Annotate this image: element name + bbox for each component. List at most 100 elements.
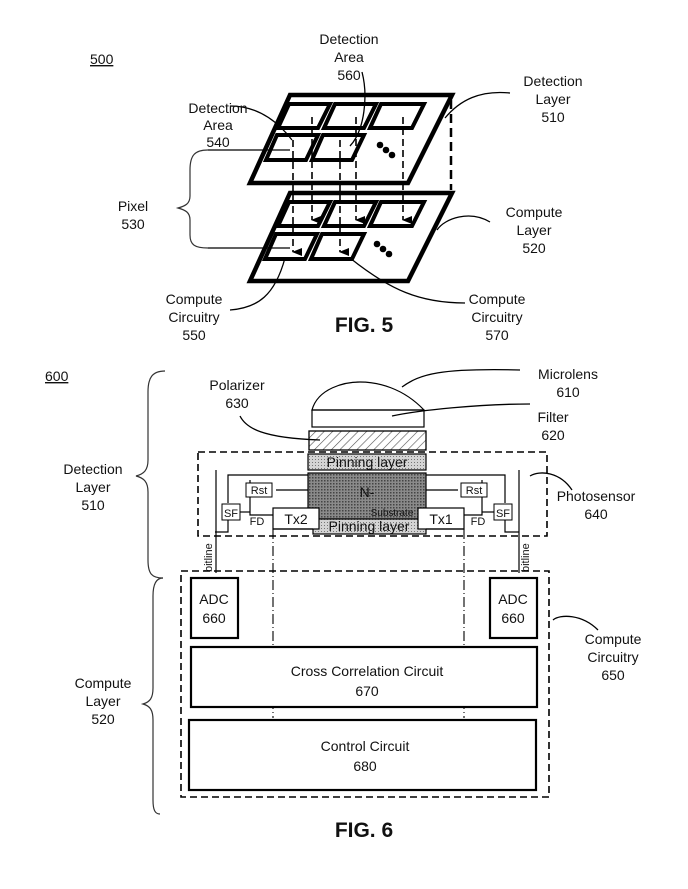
photosensor-boundary	[197, 451, 548, 537]
svg-text:Rst: Rst	[466, 485, 483, 497]
fig5-ref: 500	[90, 51, 114, 67]
svg-text:Detection: Detection	[523, 73, 582, 89]
svg-text:510: 510	[541, 109, 565, 125]
svg-text:660: 660	[202, 610, 226, 626]
label-pixel-530: Pixel 530	[118, 198, 148, 232]
svg-text:Polarizer: Polarizer	[209, 377, 265, 393]
label-detection-area-540: Detection Area 540	[188, 100, 247, 150]
svg-text:Layer: Layer	[85, 693, 120, 709]
adc-right	[488, 576, 539, 640]
ellipsis-dot	[382, 146, 390, 154]
label-microlens-610: Microlens 610	[538, 366, 598, 400]
left-readout-circuit: Rst SF FD	[215, 474, 313, 533]
ellipsis-dot	[385, 250, 393, 258]
svg-text:620: 620	[541, 427, 565, 443]
svg-text:Microlens: Microlens	[538, 366, 598, 382]
svg-text:650: 650	[601, 667, 625, 683]
leader-560	[349, 71, 366, 147]
svg-text:ADC: ADC	[498, 591, 528, 607]
svg-text:520: 520	[91, 711, 115, 727]
ellipsis-dot	[376, 141, 384, 149]
svg-text:630: 630	[225, 395, 249, 411]
polarizer	[308, 430, 427, 451]
compute-layer-brace	[140, 577, 164, 815]
bitline-left-label: bitline	[203, 543, 215, 572]
svg-text:Photosensor: Photosensor	[557, 488, 636, 504]
svg-text:Compute: Compute	[166, 291, 223, 307]
pixel-brace	[175, 149, 209, 249]
svg-text:560: 560	[337, 67, 361, 83]
svg-text:Detection: Detection	[319, 31, 378, 47]
svg-text:Compute: Compute	[75, 675, 132, 691]
label-compute-circuitry-650: Compute Circuitry 650	[585, 631, 642, 683]
svg-text:Filter: Filter	[537, 409, 568, 425]
svg-text:510: 510	[81, 497, 105, 513]
fig6-ref: 600	[45, 368, 69, 384]
fig5-caption: FIG. 5	[335, 314, 394, 337]
signal-arrows	[292, 100, 453, 256]
svg-text:550: 550	[182, 327, 206, 343]
svg-text:670: 670	[355, 683, 379, 699]
label-detection-area-560: Detection Area 560	[319, 31, 378, 83]
svg-text:Area: Area	[334, 49, 364, 65]
label-detection-layer-510: Detection Layer 510	[63, 461, 122, 513]
bitline-right-label: bitline	[520, 543, 532, 572]
svg-text:ADC: ADC	[199, 591, 229, 607]
substrate-label: Substrate	[371, 508, 414, 519]
fig6: 600 Pinning layer N- Substrate Pinning l…	[45, 366, 642, 842]
svg-text:Tx1: Tx1	[429, 511, 453, 527]
ellipsis-dot	[373, 240, 381, 248]
leader-510	[444, 91, 511, 119]
svg-text:Layer: Layer	[75, 479, 110, 495]
cross-correlation-circuit	[189, 645, 539, 709]
ellipsis-dot	[388, 151, 396, 159]
leader-570	[349, 257, 466, 304]
svg-text:Rst: Rst	[251, 485, 268, 497]
detection-layer-plate	[246, 92, 456, 186]
label-detection-layer-510: Detection Layer 510	[523, 73, 582, 125]
svg-text:SF: SF	[496, 508, 510, 520]
svg-text:Detection: Detection	[188, 100, 247, 116]
leader-540	[229, 105, 293, 141]
leader-550	[229, 257, 286, 311]
leader-610	[401, 369, 521, 388]
svg-text:Pinning layer: Pinning layer	[327, 454, 408, 470]
svg-text:520: 520	[522, 240, 546, 256]
pinning-layer-top	[307, 453, 427, 471]
svg-text:Pixel: Pixel	[118, 198, 148, 214]
leader-650	[552, 615, 599, 631]
svg-text:Tx2: Tx2	[284, 511, 308, 527]
leader-520	[436, 215, 491, 231]
compute-layer-plate	[246, 190, 456, 284]
ellipsis-dot	[379, 245, 387, 253]
svg-text:N-: N-	[360, 484, 375, 500]
fig6-caption: FIG. 6	[335, 819, 393, 842]
svg-text:540: 540	[206, 134, 230, 150]
svg-text:Control Circuit: Control Circuit	[321, 738, 410, 754]
svg-text:FD: FD	[250, 516, 265, 528]
label-polarizer-630: Polarizer 630	[209, 377, 265, 411]
svg-text:Compute: Compute	[469, 291, 526, 307]
svg-text:660: 660	[501, 610, 525, 626]
svg-text:Area: Area	[203, 117, 233, 133]
svg-text:Pinning layer: Pinning layer	[329, 518, 410, 534]
svg-text:530: 530	[121, 216, 145, 232]
svg-text:Circuitry: Circuitry	[471, 309, 522, 325]
svg-text:Detection: Detection	[63, 461, 122, 477]
svg-text:Layer: Layer	[516, 222, 551, 238]
label-compute-circuitry-570: Compute Circuitry 570	[469, 291, 526, 343]
svg-text:Layer: Layer	[535, 91, 570, 107]
detection-layer-brace	[135, 370, 166, 579]
svg-text:570: 570	[485, 327, 509, 343]
svg-text:640: 640	[584, 506, 608, 522]
label-compute-circuitry-550: Compute Circuitry 550	[166, 291, 223, 343]
label-photosensor-640: Photosensor 640	[557, 488, 636, 522]
svg-text:SF: SF	[224, 508, 238, 520]
leader-620	[391, 403, 531, 417]
svg-text:Circuitry: Circuitry	[587, 649, 638, 665]
svg-text:Compute: Compute	[506, 204, 563, 220]
control-circuit	[187, 718, 538, 792]
svg-text:Cross Correlation Circuit: Cross Correlation Circuit	[291, 663, 444, 679]
adc-left	[189, 576, 240, 640]
